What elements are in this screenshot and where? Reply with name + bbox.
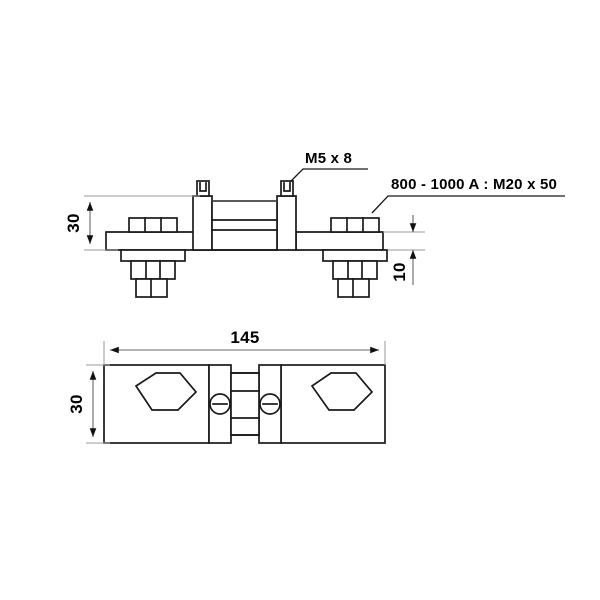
right-busbar-plate xyxy=(295,231,384,251)
annotation-bolt-spec-label: 800 - 1000 A : M20 x 50 xyxy=(391,176,557,193)
right-upper-nut xyxy=(330,217,380,233)
dimension-height-30-label: 30 xyxy=(64,213,83,233)
right-upper-nut-facets xyxy=(346,217,364,233)
right-riser-post xyxy=(276,180,297,251)
dimension-thickness-10: 10 xyxy=(383,215,425,285)
dimension-length-145-label: 145 xyxy=(230,328,259,347)
left-lower-nut xyxy=(130,260,176,280)
left-upper-nut xyxy=(128,217,178,233)
left-upper-nut-facets xyxy=(144,217,162,233)
left-post-body xyxy=(192,195,213,251)
plan-view: 145 30 xyxy=(67,328,386,444)
left-terminal-screw-slot xyxy=(199,182,207,192)
left-lower-nut-facets xyxy=(145,260,161,280)
right-hex-nut-outline xyxy=(310,372,374,411)
left-washer xyxy=(120,249,186,262)
plan-shunt-strip-body xyxy=(230,372,260,436)
plan-right-terminal-block xyxy=(280,364,386,444)
plan-shunt-strips xyxy=(230,372,260,436)
left-riser-post xyxy=(192,180,213,251)
elevation-view: 30 10 M5 x 8 800 - 1000 A : M20 x 50 xyxy=(64,150,565,298)
m5x8-leader-line xyxy=(289,168,368,183)
right-terminal-screw-head xyxy=(280,180,294,197)
dimension-width-30-plan-label: 30 xyxy=(67,394,86,414)
annotation-m5x8-label: M5 x 8 xyxy=(305,150,352,167)
bolt-spec-leader-line xyxy=(371,195,565,214)
right-terminal-screw-slot xyxy=(283,182,291,192)
dimension-width-30-plan: 30 xyxy=(67,364,110,444)
shunt-strip-assembly xyxy=(211,200,278,251)
left-bolt-assembly xyxy=(120,217,186,298)
annotation-bolt-spec: 800 - 1000 A : M20 x 50 xyxy=(371,176,565,214)
plan-left-terminal-block xyxy=(103,364,210,444)
plan-right-post xyxy=(258,364,282,444)
right-washer xyxy=(322,249,388,262)
left-hex-nut-outline xyxy=(134,372,198,411)
right-bolt-assembly xyxy=(322,217,388,298)
shunt-strip-body xyxy=(211,200,278,251)
right-post-body xyxy=(276,195,297,251)
right-lower-nut-facets xyxy=(347,260,363,280)
annotation-m5x8: M5 x 8 xyxy=(289,150,368,183)
plan-left-post xyxy=(208,364,232,444)
left-terminal-plate xyxy=(103,364,210,444)
right-terminal-plate xyxy=(280,364,386,444)
right-lower-nut xyxy=(332,260,378,280)
dimension-thickness-10-label: 10 xyxy=(390,262,409,282)
left-terminal-screw-head xyxy=(196,180,210,197)
dimension-height-30-elevation: 30 xyxy=(64,195,200,251)
dimension-length-145: 145 xyxy=(103,328,386,365)
